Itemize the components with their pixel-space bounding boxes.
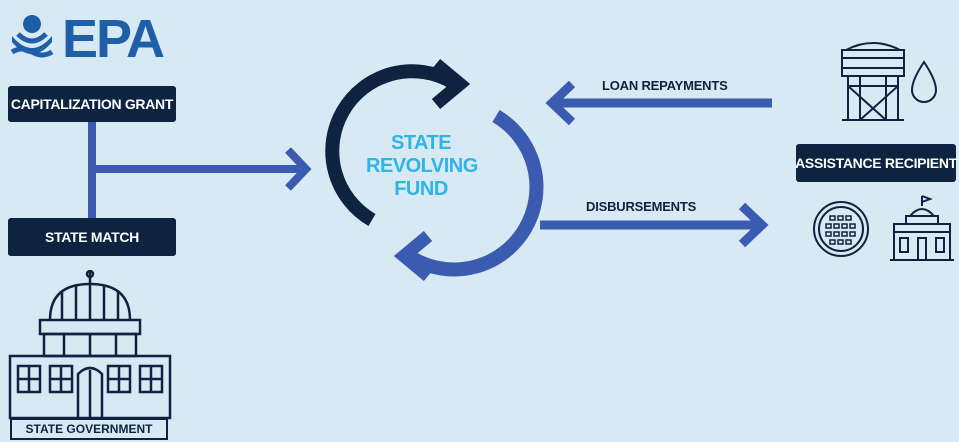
cycle-arrowhead-blue	[393, 231, 433, 281]
capitol-dome-icon	[8, 270, 172, 420]
grant-to-fund-arrowhead	[285, 147, 312, 191]
state-government-label: STATE GOVERNMENT	[10, 418, 168, 440]
state-match-box: STATE MATCH	[8, 218, 176, 256]
capitalization-grant-box: CAPITALIZATION GRANT	[8, 86, 176, 122]
loan-repayments-arrowhead	[545, 80, 576, 126]
srf-line-3: FUND	[394, 178, 448, 200]
epa-logo: EPA	[8, 8, 178, 70]
epa-flower-icon	[10, 15, 54, 58]
loan-repayments-label: LOAN REPAYMENTS	[602, 78, 728, 93]
cycle-arrowhead-navy	[431, 59, 471, 109]
manhole-cover-icon	[813, 201, 869, 257]
state-revolving-fund-label: STATE REVOLVING FUND	[366, 132, 478, 201]
disbursements-label: DISBURSEMENTS	[586, 199, 697, 214]
cycle-arrow-blue	[408, 109, 544, 277]
building-icon	[890, 195, 954, 261]
assistance-recipient-box: ASSISTANCE RECIPIENT	[795, 144, 957, 182]
water-tower-icon	[841, 42, 938, 121]
water-drop-icon	[910, 60, 938, 103]
srf-line-1: STATE	[390, 132, 452, 154]
srf-line-2: REVOLVING	[366, 155, 478, 177]
cycle-arrow-navy	[325, 64, 456, 227]
epa-logo-text: EPA	[62, 9, 165, 69]
disbursements-arrowhead	[738, 202, 769, 248]
